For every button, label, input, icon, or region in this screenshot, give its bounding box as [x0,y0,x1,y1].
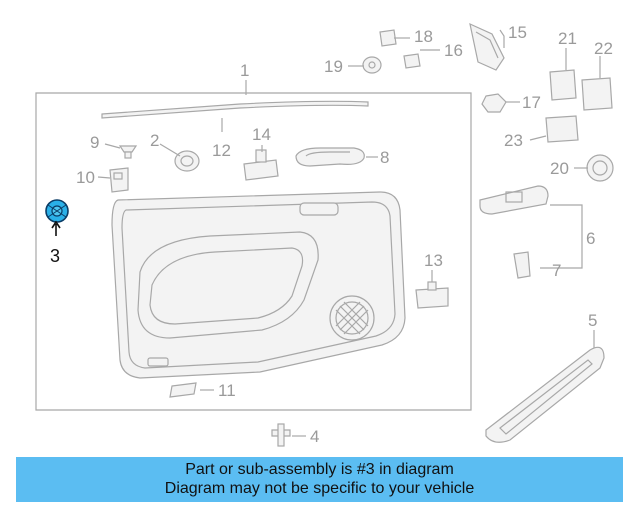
part-21-switch [549,69,577,101]
part-4-screw [271,423,291,447]
part-6-bezel [479,185,549,215]
parts-diagram: 1 2 3 4 5 6 7 8 9 10 11 12 13 14 15 16 1… [35,22,614,447]
callout-4: 4 [310,427,319,446]
door-trim-panel [111,191,406,379]
part-13-clip [415,281,449,309]
part-8-handle [295,147,365,167]
leader-lines [97,29,601,437]
callout-18: 18 [414,27,433,46]
part-2-grommet [174,150,200,172]
callout-7: 7 [552,261,561,280]
part-22-switch [581,77,613,111]
callout-8: 8 [380,148,389,167]
callout-5: 5 [588,311,597,330]
callout-20: 20 [550,159,569,178]
callout-10: 10 [76,168,95,187]
info-banner: Part or sub-assembly is #3 in diagram Di… [16,457,623,502]
part-14-switch [243,149,279,181]
callout-1: 1 [240,61,249,80]
callout-17: 17 [522,93,541,112]
part-11-pad [169,382,197,398]
part-19-grommet [362,56,382,74]
door-panel-frame [35,92,472,411]
part-10-bracket [109,167,129,193]
part-5-armrest-trim [485,346,605,443]
callout-12: 12 [212,141,231,160]
part-23-switch [545,115,579,143]
callout-23: 23 [504,131,523,150]
part-3-highlighted[interactable] [45,199,69,236]
callout-19: 19 [324,57,343,76]
part-17-nut [481,93,507,113]
weatherstrip [101,100,369,119]
callout-16: 16 [444,41,463,60]
callout-11: 11 [218,381,236,400]
banner-line-2: Diagram may not be specific to your vehi… [164,480,475,497]
callout-21: 21 [558,29,577,48]
part-20-knob [586,154,614,182]
callout-22: 22 [594,39,613,58]
part-7-bracket [513,251,531,279]
part-15-mirror-cover [469,22,505,71]
callout-6: 6 [586,229,595,248]
callout-9: 9 [90,133,99,152]
part-18-clip [379,29,397,47]
part-9-pin [118,145,138,159]
callout-13: 13 [424,251,443,270]
callout-3: 3 [50,246,60,266]
callout-15: 15 [508,23,527,42]
banner-line-1: Part or sub-assembly is #3 in diagram [185,461,454,478]
callout-2: 2 [150,131,159,150]
callout-14: 14 [252,125,271,144]
part-16-clip [403,53,421,69]
